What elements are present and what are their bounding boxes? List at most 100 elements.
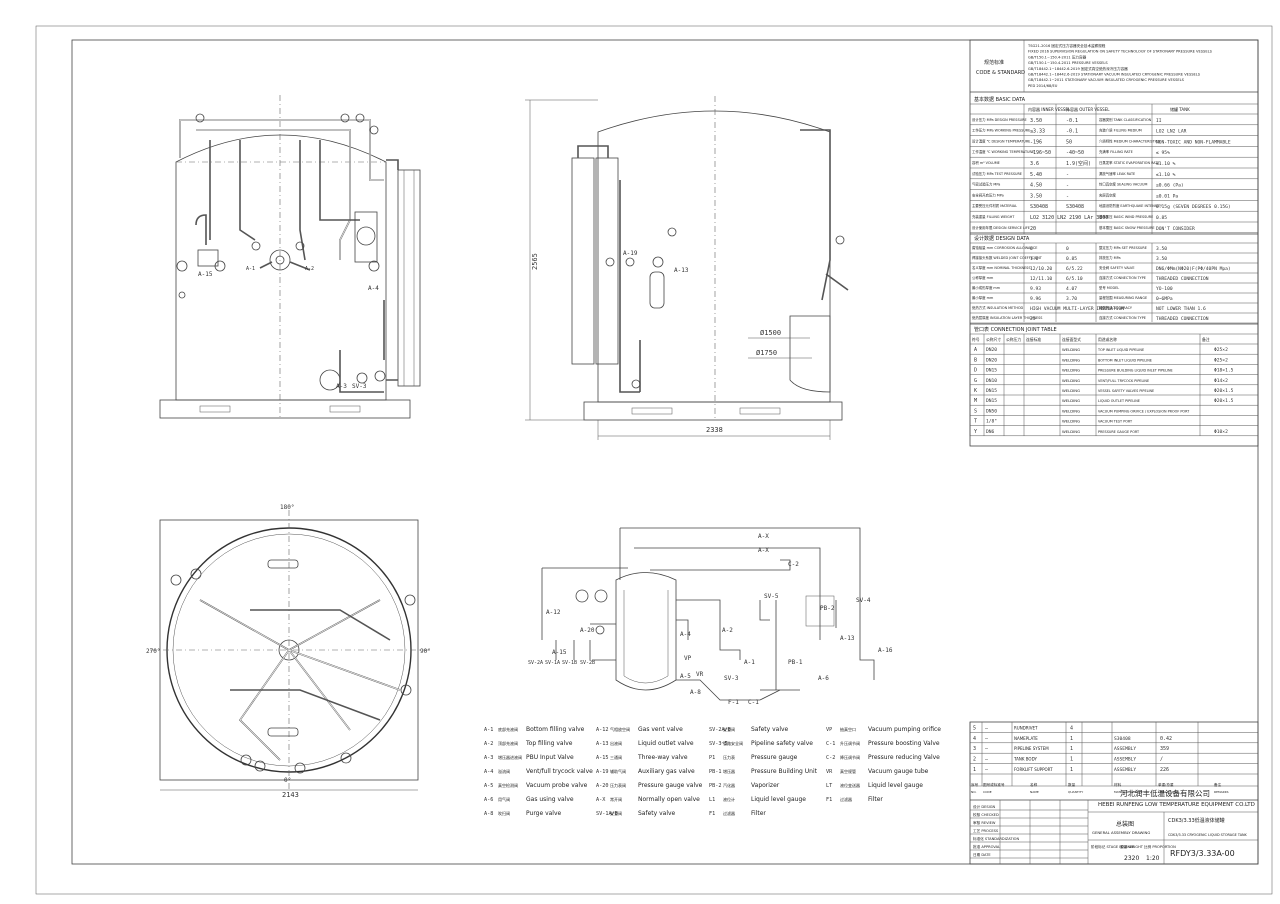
legend-code: F1: [826, 797, 832, 803]
legend-cn: 压力表: [723, 754, 735, 760]
basic-inner-value: 3.6: [1030, 161, 1039, 167]
tag-sv3-s: SV-3: [724, 675, 739, 682]
code-standard-cn: 规范标准: [984, 59, 1004, 66]
legend-code: L1: [709, 797, 715, 803]
company-en: HEBEI RUNFENG LOW TEMPERATURE EQUIPMENT …: [1098, 802, 1255, 808]
col-inner: 内容器 INNER VESSEL: [1028, 106, 1071, 112]
dim-1500: Ø1500: [760, 329, 781, 337]
tag-a19: A-19: [623, 250, 638, 257]
basic-right-value: 0.85: [1156, 215, 1167, 221]
part-qty: 1: [1070, 767, 1073, 773]
conn-dn: DN10: [986, 378, 997, 384]
part-no: 2: [973, 757, 976, 763]
standard-line: GB/T18442.1~18442.6-2019 STATIONARY VACU…: [1028, 73, 1201, 77]
conn-symbol: G: [974, 378, 977, 384]
conn-standard: WELDING: [1062, 368, 1080, 373]
tag-a5-s: A-5: [680, 673, 691, 680]
standard-line: TSG21-2016 固定式压力容器安全技术监察规程: [1027, 43, 1106, 48]
legend-code: A-15: [596, 755, 609, 761]
conn-symbol: B: [974, 357, 977, 363]
part-material: S30408: [1114, 736, 1131, 742]
design-outer-value: 3.70: [1066, 296, 1077, 302]
legend-cn: 增压器: [723, 768, 735, 774]
legend-en: Filter: [751, 810, 766, 817]
part-name: TANK BODY: [1013, 757, 1037, 762]
conn-standard: WELDING: [1062, 388, 1080, 393]
tag-vr-s: VR: [696, 671, 704, 678]
legend-cn: 吹扫阀: [498, 810, 510, 816]
design-inner-value: HIGH VACUUM MULTI-LAYER INSULATION: [1030, 306, 1124, 312]
basic-outer-value: -40~50: [1066, 150, 1084, 156]
conn-purpose: PRESSURE GAUGE PORT: [1098, 430, 1140, 434]
legend-code: A-20: [596, 783, 609, 789]
basic-row-label: 安全阀开启压力 MPa: [972, 192, 1004, 197]
legend-code: C-1: [826, 741, 835, 747]
conn-symbol: K: [974, 388, 977, 394]
legend-code: A-5: [484, 783, 493, 789]
conn-remark: Φ14×2: [1214, 378, 1228, 384]
legend-code: A-2: [484, 741, 493, 747]
conn-symbol: D: [974, 368, 977, 374]
tag-a3: A-3: [336, 383, 347, 390]
legend-cn: 真空检测阀: [498, 782, 518, 788]
basic-right-label: 基本雪压 BASIC SNOW PRESSURE: [1099, 225, 1155, 230]
parts-header-cn: 单重/总重: [1158, 782, 1174, 787]
legend-en: Pressure Building Unit: [751, 768, 818, 775]
tag-a2-s: A-2: [722, 627, 733, 634]
basic-right-label: 地震设防烈度 EARTHQUAKE INTENSITY: [1099, 203, 1163, 208]
design-row-label: 绝热方式 INSULATION METHOD: [972, 305, 1024, 310]
conn-purpose: PRESSURE BUILDING LIQUID INLET PIPELINE: [1098, 369, 1173, 373]
legend-en: Bottom filling valve: [526, 726, 585, 733]
tag-c1-s: C-1: [748, 699, 759, 706]
parts-header-en: MATERIAL SCIENCE: [1114, 790, 1143, 794]
legend-en: Filter: [868, 796, 883, 803]
legend-code: A-1: [484, 727, 493, 733]
basic-outer-value: S30408: [1066, 204, 1084, 210]
design-inner-value: 25: [1030, 316, 1036, 322]
design-row-label: 最小成形厚度 mm: [972, 285, 1001, 290]
approval-role: 校核 CHECKED: [973, 812, 999, 817]
tag-a12: A-12: [546, 609, 561, 616]
conn-symbol: Y: [974, 429, 977, 435]
legend-en: Pipeline safety valve: [751, 740, 813, 747]
standard-line: PED 2014/68/EU: [1028, 84, 1058, 88]
legend-en: Vent/full trycock valve: [526, 768, 593, 775]
legend-en: Normally open valve: [638, 796, 700, 803]
conn-standard: WELDING: [1062, 419, 1080, 424]
basic-right-label: 基本风压 BASIC WIND PRESSURE: [1099, 214, 1153, 219]
parts-header-en: CODE: [983, 790, 992, 794]
stage-col: 阶段标记 STAGE MARKER: [1091, 844, 1135, 849]
legend-en: Vacuum probe valve: [526, 782, 588, 789]
tag-sv3: SV-3: [352, 383, 367, 390]
conn-standard: WELDING: [1062, 429, 1080, 434]
piping-schematic: [541, 527, 875, 701]
basic-row-label: 工作温度 ℃ WORKING TEMPERATURE: [972, 149, 1034, 154]
basic-outer-value: -0.1: [1066, 118, 1078, 124]
legend-code: A-13: [596, 741, 609, 747]
legend-en: Pressure gauge valve: [638, 782, 703, 789]
standard-line: FIXED 2016 SUPERVISION REGULATION ON SAF…: [1028, 50, 1213, 54]
design-row-label: 名义厚度 mm NOMINAL THICKNESS: [972, 265, 1030, 270]
legend-code: A-4: [484, 769, 493, 775]
side-view: 2565 2338 Ø1500 Ø1750 A-19 A-13: [525, 96, 849, 440]
basic-row-label: 充装重量 FILLING WEIGHT: [972, 214, 1015, 219]
basic-outer-value: 50: [1066, 139, 1072, 145]
legend-en: Pressure reducing Valve: [868, 754, 940, 761]
conn-dn: DN6: [986, 429, 995, 435]
basic-outer-value: -: [1066, 193, 1069, 199]
basic-right-label: 介质特性 MEDIUM CHARACTERISTICS: [1099, 138, 1160, 143]
standard-line: GB/T150.1~150.4-2011 压力容器: [1028, 54, 1087, 59]
tag-sv1b: SV-1B: [562, 660, 577, 666]
conn-standard: WELDING: [1062, 408, 1080, 413]
basic-right-value: DON'T CONSIDER: [1156, 226, 1195, 232]
parts-header-cn: 数量: [1068, 782, 1076, 787]
basic-inner-value: 5.40: [1030, 172, 1042, 178]
basic-right-label: 夹层真空度: [1099, 192, 1117, 197]
conn-purpose: LIQUID OUTLET PIPELINE: [1098, 399, 1140, 403]
conn-dn: 1/8": [986, 419, 997, 425]
legend-cn: 底部充液阀: [498, 726, 518, 732]
connection-header: 符号: [972, 337, 980, 342]
legend-cn: 管路安全阀: [723, 740, 743, 746]
scale-col: 比例 PROPORTION: [1144, 844, 1176, 849]
basic-right-label: 容器类别 TANK CLASSIFICATION: [1099, 117, 1152, 122]
